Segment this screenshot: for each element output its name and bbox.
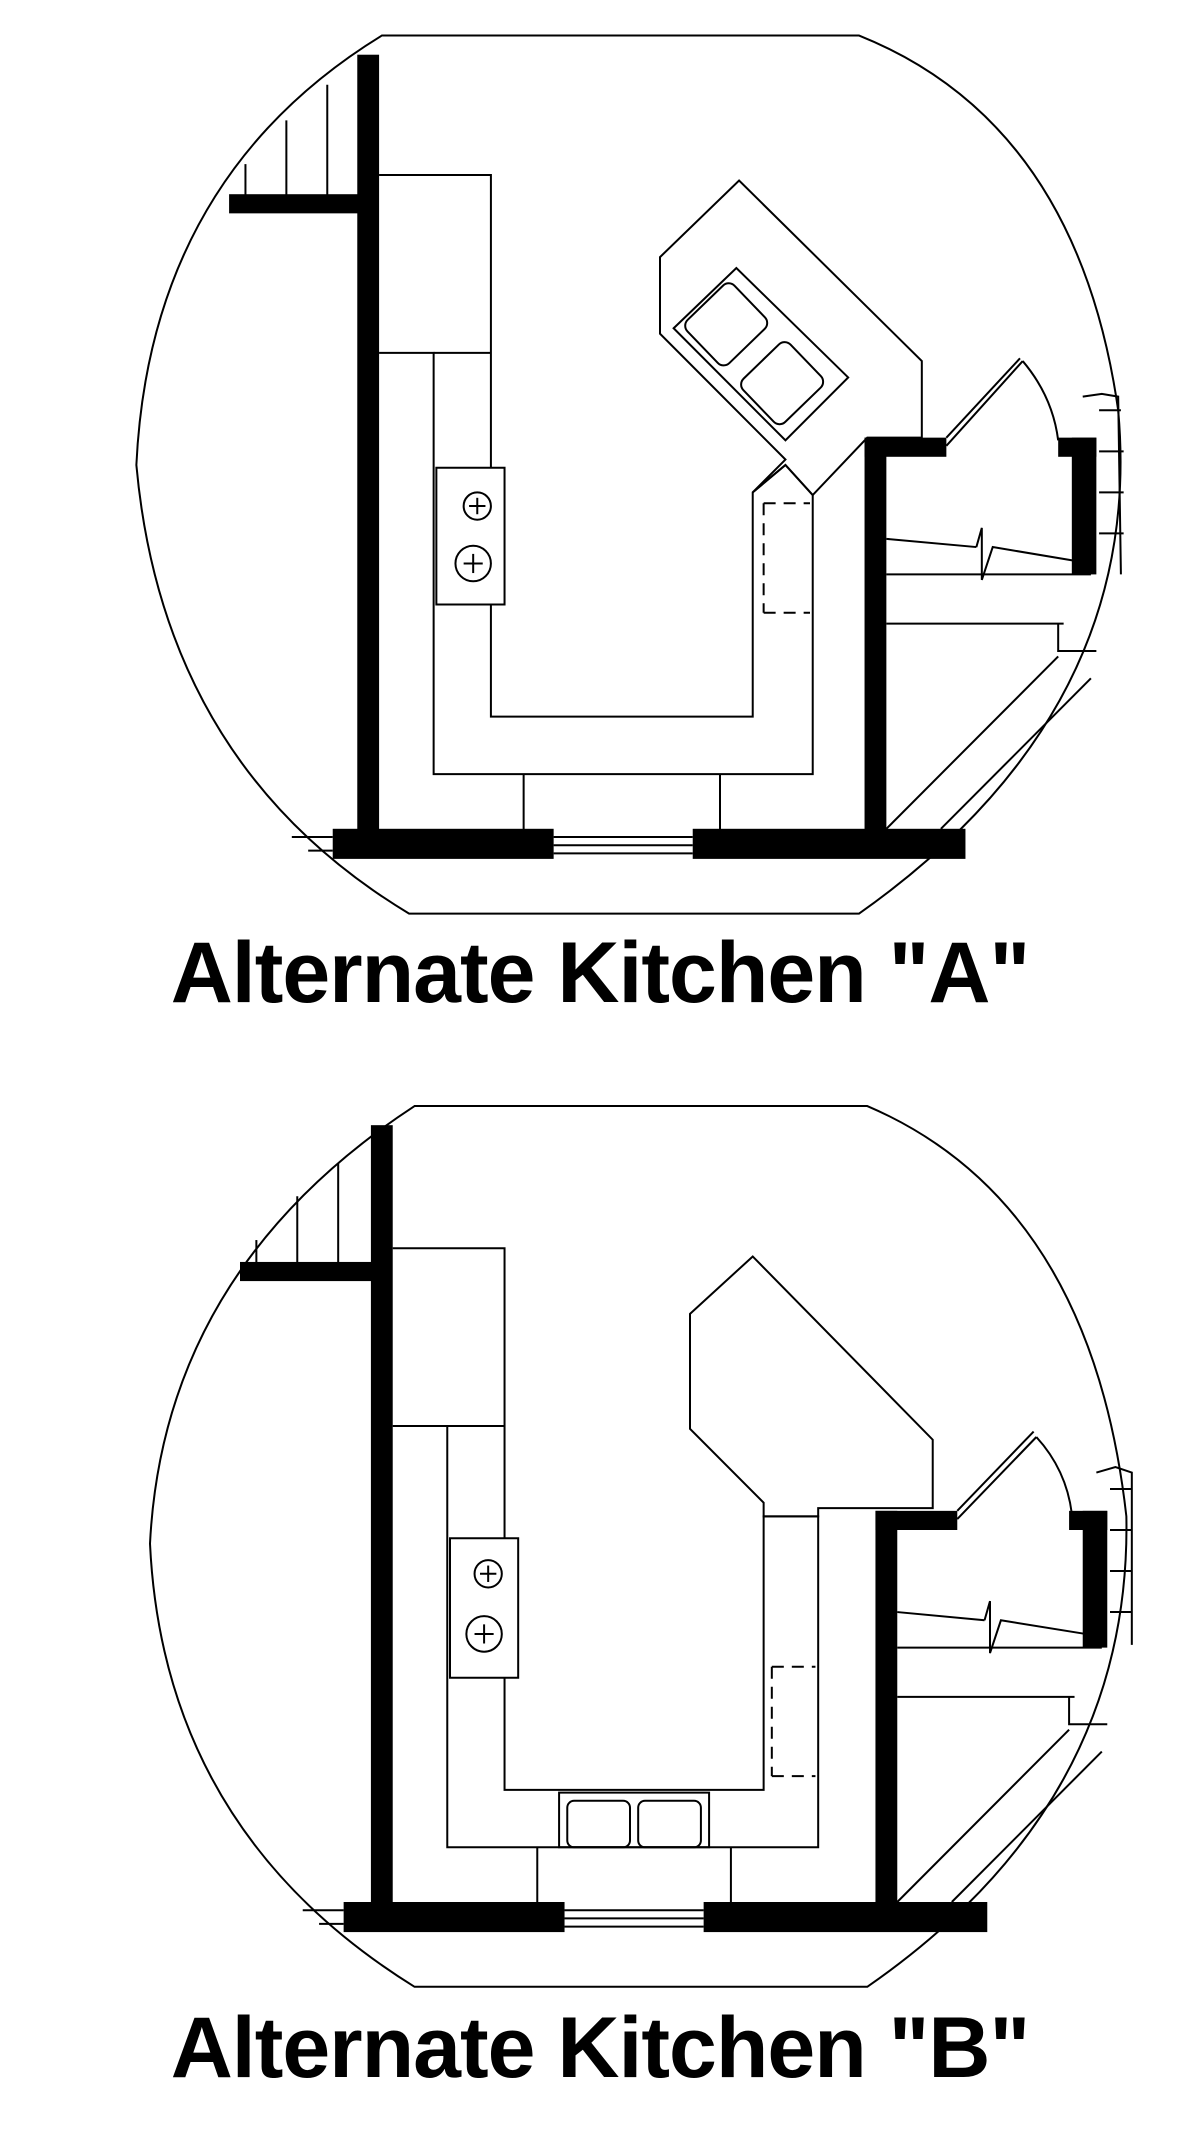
angled-peninsula xyxy=(690,1256,933,1516)
right-stairs xyxy=(886,394,1123,829)
upper-left-wall xyxy=(229,194,369,214)
cooktop xyxy=(450,1538,518,1678)
kitchen-a-caption: Alternate Kitchen "A" xyxy=(170,925,1031,1021)
left-wall xyxy=(370,1125,393,1913)
upper-left-wall xyxy=(240,1261,380,1282)
right-wall-top xyxy=(864,437,947,457)
left-wall xyxy=(357,54,380,848)
right-wall xyxy=(864,437,887,835)
upper-left-stairs xyxy=(245,85,327,205)
right-wall xyxy=(875,1510,898,1908)
kitchen-a-panel: Alternate Kitchen "A" xyxy=(0,0,1200,1050)
dishwasher xyxy=(772,1667,816,1776)
dishwasher xyxy=(764,503,810,612)
kitchen-b-caption: Alternate Kitchen "B" xyxy=(170,2000,1031,2096)
kitchen-a-floor-plan xyxy=(0,0,1200,930)
bottom-wall-left xyxy=(343,1902,565,1933)
door-swing xyxy=(957,1432,1072,1520)
upper-left-stairs xyxy=(256,1163,338,1270)
door-swing xyxy=(946,358,1058,446)
frame-outline xyxy=(150,1106,1126,1987)
bottom-left-window-stub xyxy=(292,837,333,851)
right-wall-top xyxy=(875,1510,958,1530)
double-sink-icon xyxy=(559,1793,709,1848)
kitchen-b-floor-plan xyxy=(0,1065,1200,1995)
burner-icon xyxy=(466,1560,501,1652)
burner-icon xyxy=(455,492,490,581)
bottom-window xyxy=(554,837,693,853)
counter-base-lines xyxy=(537,1847,731,1904)
bottom-wall-right xyxy=(692,828,966,859)
kitchen-b-panel: Alternate Kitchen "B" xyxy=(0,1065,1200,2130)
angled-peninsula xyxy=(660,181,922,496)
cooktop xyxy=(436,468,504,605)
frame-outline xyxy=(136,36,1120,914)
bottom-wall-right xyxy=(703,1902,988,1933)
right-post xyxy=(1082,1510,1108,1648)
double-sink-icon xyxy=(674,268,849,440)
bottom-left-window-stub xyxy=(303,1910,344,1924)
counter-base-lines xyxy=(524,774,720,831)
right-stairs xyxy=(897,1467,1132,1902)
right-post xyxy=(1071,437,1097,575)
bottom-wall-left xyxy=(332,828,554,859)
bottom-window xyxy=(565,1910,704,1926)
